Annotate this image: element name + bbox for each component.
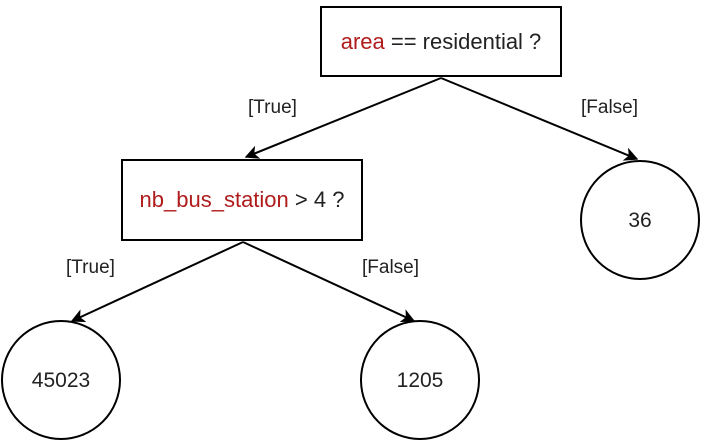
edge-label-root-false: [False]	[581, 97, 639, 118]
decision-node-nb-bus-station[interactable]: nb_bus_station > 4 ?	[121, 159, 363, 241]
edge-label-bus-false: [False]	[362, 257, 420, 278]
leaf-node-1205[interactable]: 1205	[360, 320, 480, 440]
leaf-node-1205-label: 1205	[396, 368, 444, 392]
leaf-node-36[interactable]: 36	[580, 160, 700, 280]
feature-name-nb-bus-station: nb_bus_station	[139, 187, 289, 212]
leaf-node-45023[interactable]: 45023	[1, 320, 121, 440]
edge-label-bus-true: [True]	[66, 257, 115, 278]
edge-label-root-true: [True]	[248, 97, 297, 118]
condition-tail-nb-bus-station: > 4 ?	[288, 187, 345, 212]
decision-node-nb-bus-station-text: nb_bus_station > 4 ?	[140, 189, 345, 211]
edge-root-to-bus	[244, 77, 442, 159]
feature-name-area: area	[340, 28, 385, 54]
decision-node-area-text: area == residential ?	[340, 28, 542, 54]
condition-tail-area: == residential ?	[384, 28, 542, 54]
leaf-node-36-label: 36	[628, 208, 652, 232]
edge-root-to-leaf-36	[440, 77, 639, 161]
edge-bus-to-leaf-1205	[242, 241, 416, 323]
edge-bus-to-leaf-45023	[70, 241, 244, 323]
leaf-node-45023-label: 45023	[31, 368, 91, 392]
decision-node-area[interactable]: area == residential ?	[320, 6, 562, 77]
